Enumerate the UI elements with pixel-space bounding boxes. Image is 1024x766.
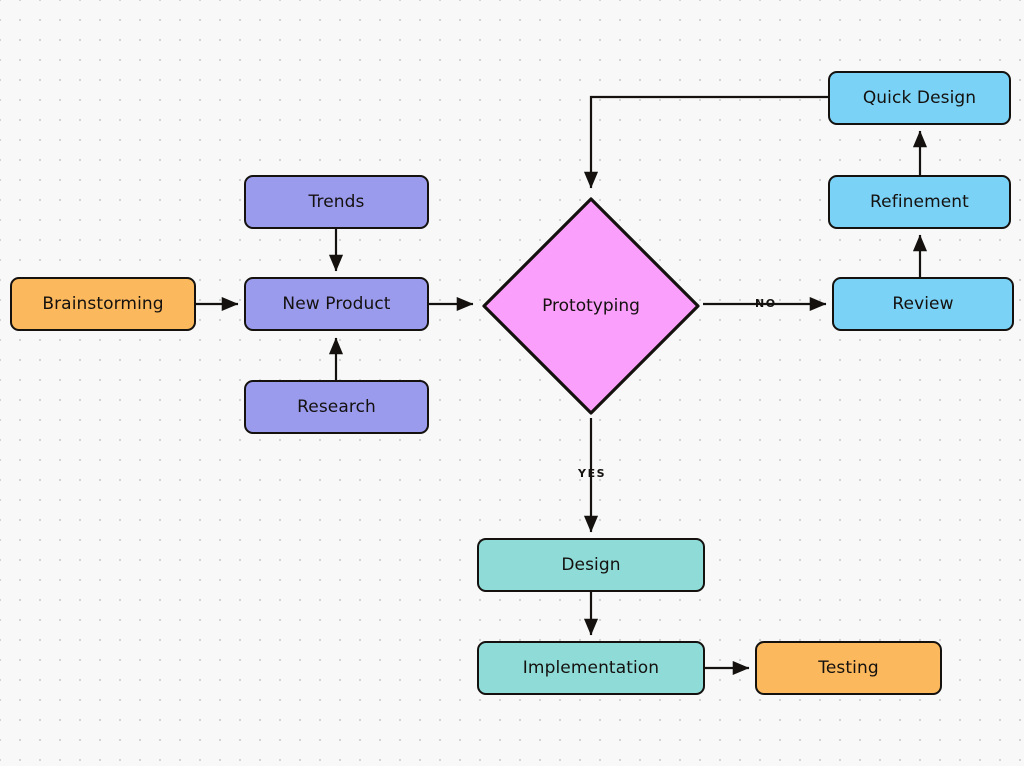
edge-quick-design-to-prototyping [583, 95, 828, 189]
node-trends[interactable]: Trends [244, 175, 429, 229]
node-label-trends: Trends [308, 191, 365, 212]
node-label-testing: Testing [818, 657, 879, 678]
node-label-implementation: Implementation [522, 657, 660, 678]
node-research[interactable]: Research [244, 380, 429, 434]
diamond-shape [482, 197, 700, 415]
node-implementation[interactable]: Implementation [477, 641, 705, 695]
node-label-refinement: Refinement [870, 191, 969, 212]
node-new-product[interactable]: New Product [244, 277, 429, 331]
node-label-quick-design: Quick Design [862, 87, 977, 108]
node-prototyping[interactable]: Prototyping [479, 194, 703, 418]
node-review[interactable]: Review [832, 277, 1014, 331]
node-label-new-product: New Product [282, 293, 391, 314]
node-quick-design[interactable]: Quick Design [828, 71, 1011, 125]
edge-label-no: NO [755, 297, 777, 310]
node-refinement[interactable]: Refinement [828, 175, 1011, 229]
node-label-brainstorming: Brainstorming [42, 293, 164, 314]
node-design[interactable]: Design [477, 538, 705, 592]
node-testing[interactable]: Testing [755, 641, 942, 695]
node-label-research: Research [297, 396, 376, 417]
node-label-review: Review [892, 293, 954, 314]
node-label-prototyping: Prototyping [542, 295, 640, 316]
node-brainstorming[interactable]: Brainstorming [10, 277, 196, 331]
node-label-design: Design [561, 554, 621, 575]
edge-label-yes: YES [578, 467, 607, 480]
